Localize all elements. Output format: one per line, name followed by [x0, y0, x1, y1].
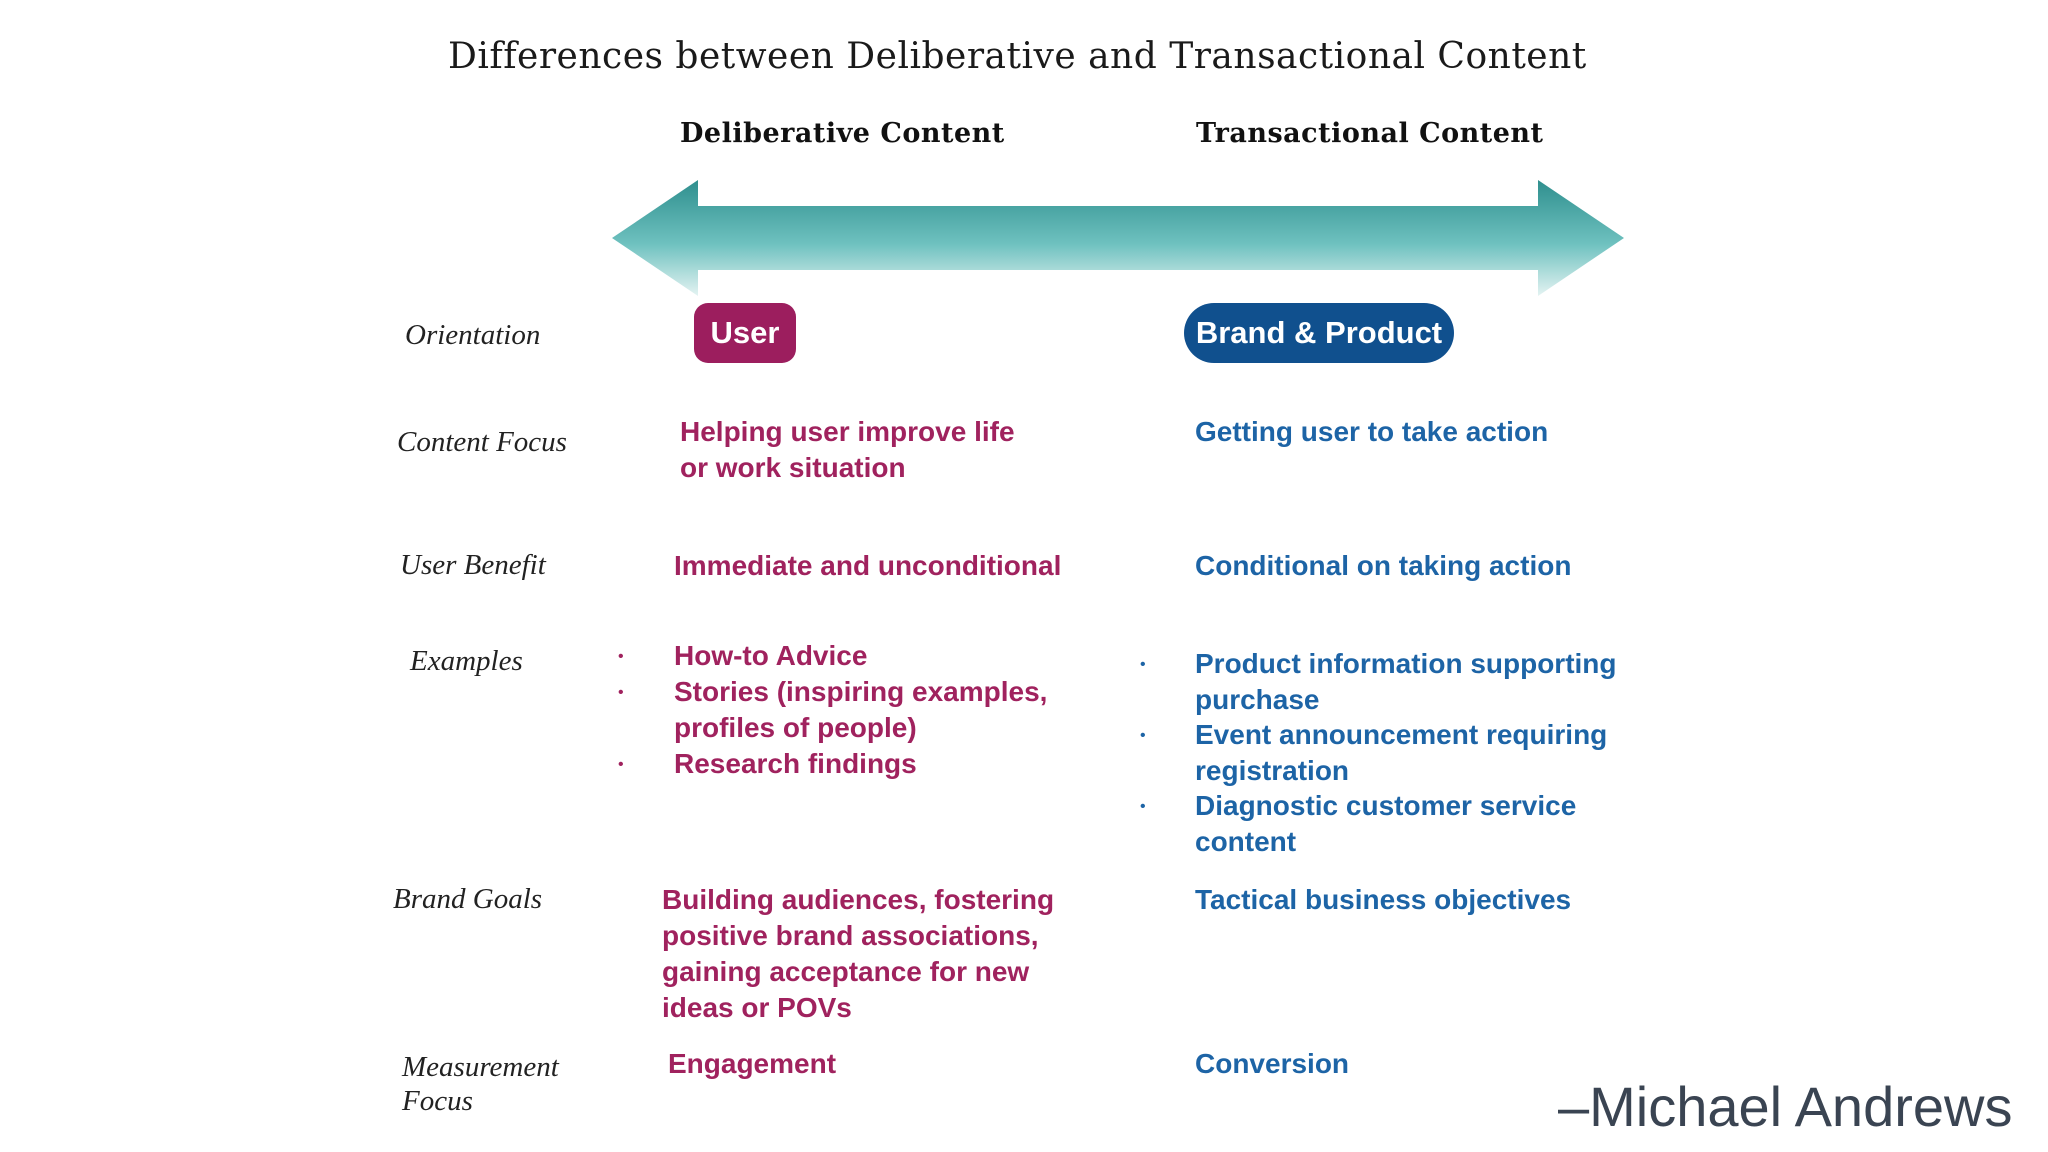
row-label-brand-goals: Brand Goals — [393, 883, 543, 915]
attribution-text: –Michael Andrews — [1558, 1075, 2013, 1138]
example-transactional-item: Diagnostic customer service content — [1195, 790, 1577, 857]
content-focus-transactional: Getting user to take action — [1195, 416, 1549, 447]
row-label-orientation: Orientation — [405, 319, 541, 351]
arrow-shape — [612, 180, 1624, 296]
bullet-icon: • — [1140, 798, 1146, 815]
row-label-measurement-focus: Measurement Focus — [402, 1051, 559, 1117]
bullet-icon: • — [618, 684, 624, 701]
measurement-deliberative: Engagement — [668, 1048, 837, 1079]
bullet-icon: • — [618, 648, 624, 665]
bullet-icon: • — [1140, 656, 1146, 673]
example-deliberative-item: How-to Advice — [674, 640, 868, 671]
orientation-user-badge: User — [694, 303, 796, 363]
brand-goals-transactional: Tactical business objectives — [1195, 884, 1572, 915]
transactional-column-heading: Transactional Content — [1196, 118, 1544, 149]
example-deliberative-item: Stories (inspiring examples, profiles of… — [674, 676, 1048, 743]
user-benefit-deliberative: Immediate and unconditional — [674, 550, 1062, 581]
orientation-brand-badge: Brand & Product — [1184, 303, 1454, 363]
diagram-title: Differences between Deliberative and Tra… — [448, 36, 1587, 77]
example-deliberative-item: Research findings — [674, 748, 917, 779]
row-label-user-benefit: User Benefit — [400, 549, 546, 581]
row-label-examples: Examples — [410, 645, 523, 677]
example-transactional-item: Product information supporting purchase — [1195, 648, 1617, 715]
bullet-icon: • — [618, 756, 624, 773]
double-headed-arrow — [612, 180, 1624, 296]
example-transactional-item: Event announcement requiring registratio… — [1195, 719, 1608, 786]
orientation-user-text: User — [710, 315, 780, 350]
measurement-transactional: Conversion — [1195, 1048, 1350, 1079]
deliberative-column-heading: Deliberative Content — [680, 118, 1005, 149]
row-label-content-focus: Content Focus — [397, 426, 567, 458]
brand-goals-deliberative: Building audiences, fostering positive b… — [662, 884, 1055, 1023]
content-focus-deliberative: Helping user improve life or work situat… — [680, 416, 1015, 483]
bullet-icon: • — [1140, 727, 1146, 744]
orientation-brand-text: Brand & Product — [1195, 315, 1443, 350]
user-benefit-transactional: Conditional on taking action — [1195, 550, 1572, 581]
